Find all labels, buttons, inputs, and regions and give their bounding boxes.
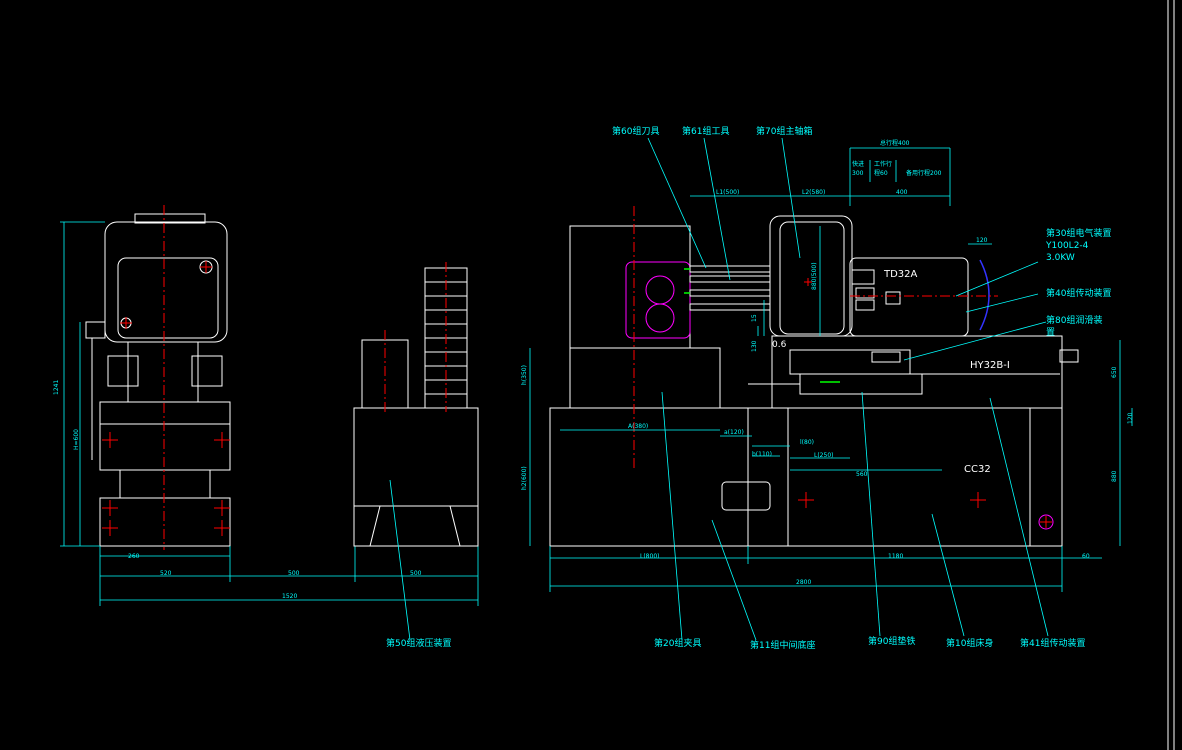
dim-mid-gap: 500 bbox=[288, 570, 300, 577]
leader-lines bbox=[647, 137, 1049, 641]
dim-height-total: 1241 bbox=[53, 380, 60, 395]
dim-1180: 1180 bbox=[888, 553, 903, 560]
label-g70-spindle: 第70组主轴箱 bbox=[756, 125, 812, 137]
machine-dimensions bbox=[529, 147, 1133, 592]
dim-L1: L1(500) bbox=[716, 189, 739, 196]
machine-centerlines bbox=[633, 206, 998, 470]
dim-total-left: 1520 bbox=[282, 593, 297, 600]
dim-left-w1: 260 bbox=[128, 553, 140, 560]
dim-left-w2: 520 bbox=[160, 570, 172, 577]
tool-assembly bbox=[625, 261, 691, 339]
label-g80-lube: 第80组润滑装 bbox=[1046, 314, 1102, 326]
label-g60-tool: 第60组刀具 bbox=[612, 125, 659, 137]
model-cc: CC32 bbox=[964, 464, 991, 475]
frame-border bbox=[1167, 0, 1175, 750]
label-g40-drive: 第40组传动装置 bbox=[1046, 287, 1111, 299]
label-g41-drive: 第41组传动装置 bbox=[1020, 637, 1085, 649]
dim-560: 560 bbox=[856, 471, 868, 478]
motor-outline bbox=[979, 259, 990, 331]
label-g90-pad: 第90组垫铁 bbox=[868, 635, 915, 647]
dim-130: 130 bbox=[751, 340, 758, 352]
dim-h1: h(350) bbox=[521, 365, 528, 385]
dim-a: a(120) bbox=[724, 429, 744, 436]
dim-2800: 2800 bbox=[796, 579, 811, 586]
dim-A: A(380) bbox=[628, 423, 648, 430]
dim-work-feed-v: 程60 bbox=[874, 169, 888, 177]
label-g50-hydraulic: 第50组液压装置 bbox=[386, 637, 451, 649]
label-g80-lube-2: 置 bbox=[1046, 327, 1055, 338]
machine-markers bbox=[798, 278, 1052, 528]
dim-120v: 120 bbox=[1127, 412, 1134, 424]
dim-880: 880 bbox=[1111, 470, 1118, 482]
label-g30-power: 3.0KW bbox=[1046, 253, 1075, 263]
dim-work-feed: 工作行 bbox=[874, 160, 892, 168]
label-g61-tooling: 第61组工具 bbox=[682, 125, 729, 137]
dim-L2: L2(580) bbox=[802, 189, 825, 196]
hydraulic-side-view bbox=[85, 213, 231, 547]
dim-15: 15 bbox=[751, 314, 758, 322]
hydraulic-side-markers bbox=[102, 205, 230, 550]
hydraulic-side-dimensions bbox=[60, 221, 479, 606]
machine-front-view bbox=[549, 215, 1079, 547]
dim-650: 650 bbox=[1111, 366, 1118, 378]
label-g10-bed: 第10组床身 bbox=[946, 637, 993, 649]
lifting-eye bbox=[1038, 514, 1054, 530]
leader-g50 bbox=[389, 479, 411, 641]
label-g20-fixture: 第20组夹具 bbox=[654, 637, 701, 649]
dim-60: 60 bbox=[1082, 553, 1090, 560]
label-g11-base: 第11组中间底座 bbox=[750, 639, 815, 651]
dim-c: L(250) bbox=[814, 452, 833, 459]
dim-fast-fwd: 快进 bbox=[852, 160, 864, 168]
dim-400: 400 bbox=[896, 189, 908, 196]
dim-fast-fwd-v: 300 bbox=[852, 170, 864, 177]
dim-right-w: 500 bbox=[410, 570, 422, 577]
hydraulic-unit-centerlines bbox=[384, 262, 447, 412]
dim-L-base: L(800) bbox=[640, 553, 659, 560]
dim-06: 0.6 bbox=[772, 340, 787, 350]
label-g30-electric: 第30组电气装置 bbox=[1046, 227, 1111, 239]
dim-880b: 880(500) bbox=[811, 262, 818, 290]
highlight-marks bbox=[684, 268, 840, 383]
dim-total-stroke: 总行程400 bbox=[880, 139, 910, 147]
model-td: TD32A bbox=[883, 269, 918, 280]
dim-d: l(80) bbox=[800, 439, 814, 446]
label-g30-motor: Y100L2-4 bbox=[1045, 241, 1089, 251]
dim-h2: h2(600) bbox=[521, 466, 528, 490]
dim-b: b(110) bbox=[752, 451, 772, 458]
model-hy: HY32B-I bbox=[970, 360, 1010, 371]
dim-spare-stroke: 备用行程200 bbox=[906, 169, 942, 177]
dim-height-sub: H=600 bbox=[73, 429, 80, 450]
dim-120: 120 bbox=[976, 237, 988, 244]
